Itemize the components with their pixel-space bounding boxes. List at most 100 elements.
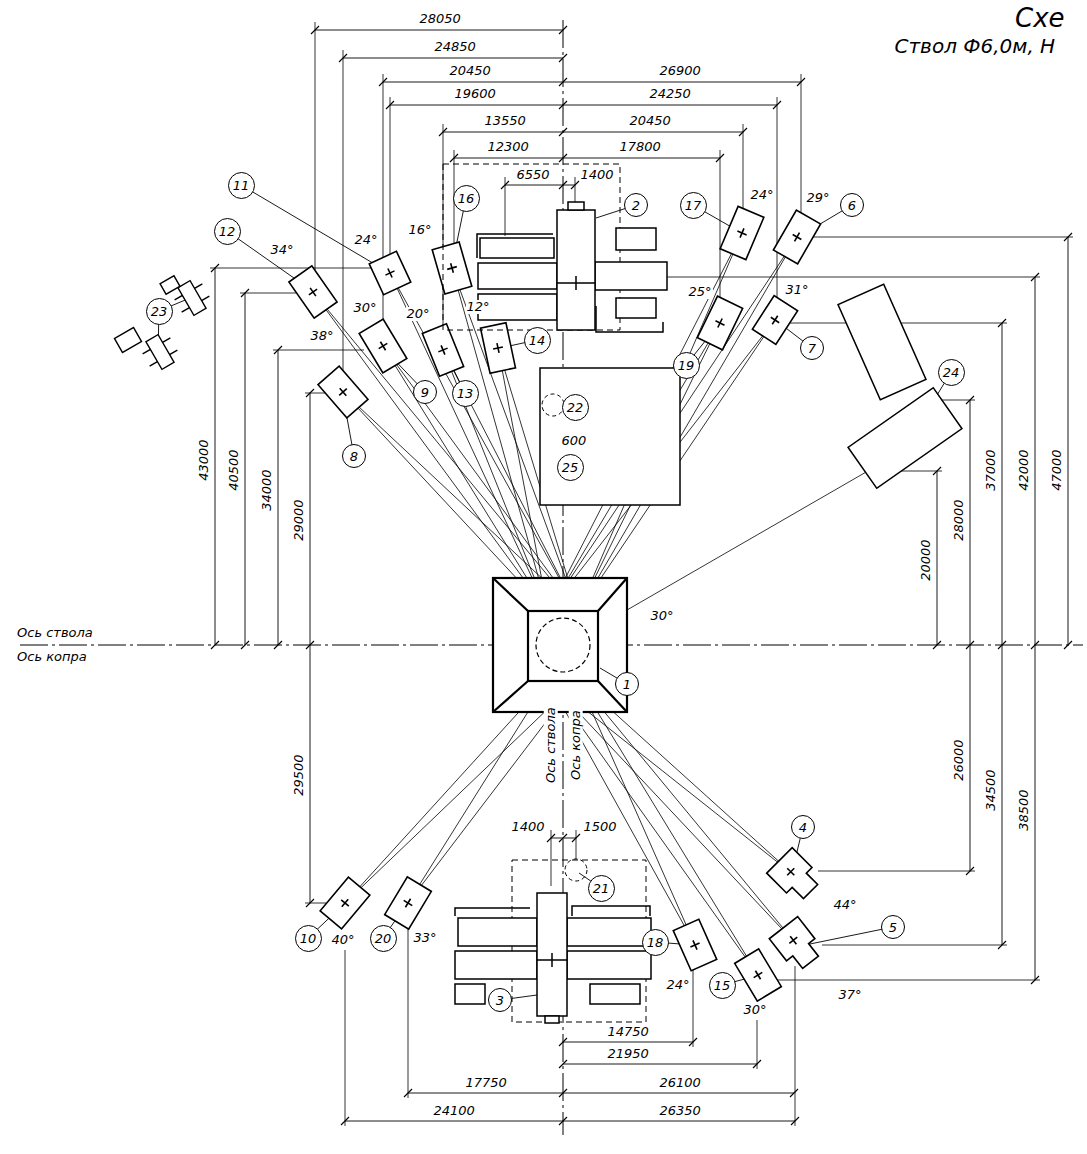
hoist-machine [458, 918, 537, 946]
annotation-label: Ось ствола [16, 626, 94, 640]
winch-box [769, 917, 824, 974]
annotation-label: 13550 [484, 114, 527, 128]
annotation-label: Ось копра [569, 709, 583, 781]
extension-line [600, 237, 1073, 980]
winch-box [790, 230, 804, 244]
hoist-machine [567, 951, 651, 979]
winch-23 [178, 281, 206, 316]
hoist-machine [568, 202, 584, 210]
winch-box [784, 865, 798, 879]
hoist-machine [537, 893, 567, 1016]
winch-box [767, 848, 824, 905]
hoist-machine [455, 908, 530, 916]
annotation-label: 28000 [951, 498, 965, 541]
callout-text: 25 [562, 461, 579, 474]
shaft-building [542, 394, 564, 416]
winch-box [446, 262, 458, 274]
winch-box [422, 324, 463, 376]
annotation-label: 14750 [607, 1025, 650, 1039]
callout-text: 8 [350, 450, 358, 463]
callout-number: 21 [588, 875, 615, 902]
callout-text: 15 [714, 979, 731, 992]
callout-number: 3 [488, 988, 512, 1012]
winch-box [768, 313, 782, 327]
annotation-label: 26350 [659, 1104, 702, 1118]
winch-box [697, 296, 742, 350]
annotation-label: 37000 [983, 448, 997, 491]
annotation-label: 26900 [659, 64, 702, 78]
winch-box [673, 919, 716, 971]
winch-23 [160, 276, 180, 294]
callout-number: 18 [642, 929, 669, 956]
annotation-label: 24250 [649, 87, 692, 101]
callout-number: 13 [452, 380, 479, 407]
annotation-label: 25° [688, 285, 713, 299]
annotation-label: 24° [666, 978, 691, 992]
hoist-machine [455, 984, 485, 1004]
annotation-label: 12300 [487, 140, 530, 154]
building-24 [848, 388, 962, 489]
hoist-machine [480, 238, 554, 258]
dimension-tick [311, 26, 805, 189]
callout-number: 22 [562, 394, 589, 421]
callout-text: 7 [808, 342, 816, 355]
winch-box [713, 316, 726, 329]
callout-number: 12 [214, 218, 241, 245]
annotation-label: 44° [833, 898, 858, 912]
hoist-machine [455, 951, 537, 979]
winch-box [385, 877, 432, 929]
extension-line [315, 22, 801, 370]
annotation-label: 43000 [196, 438, 210, 481]
dimension-tick [211, 233, 1072, 984]
headframe [528, 611, 598, 681]
shaft-scheme [20, 20, 1083, 1135]
hoist-machine [596, 306, 663, 332]
annotation-label: 16° [408, 223, 433, 237]
annotation-label: 19600 [454, 87, 497, 101]
annotation-label: 24° [750, 188, 775, 202]
building-24 [838, 284, 926, 399]
callout-number: 19 [673, 352, 700, 379]
callout-number: 11 [228, 172, 255, 199]
annotation-label: 17800 [619, 140, 662, 154]
extension-line [345, 418, 795, 1126]
hoist-rope [313, 268, 578, 612]
winch-box [720, 206, 764, 259]
winch-box [369, 251, 411, 294]
headframe [536, 618, 590, 672]
hoist-machine [537, 953, 567, 967]
hoist-machine [595, 262, 667, 290]
winch-box [688, 938, 701, 951]
shaft-building [540, 368, 680, 505]
building-24 [838, 284, 926, 399]
annotation-label: 31° [785, 283, 810, 297]
shaft-building [565, 859, 587, 881]
winch-box [773, 210, 820, 264]
hoist-machine [616, 298, 656, 318]
winch-box [289, 206, 825, 1001]
callout-number: 24 [938, 359, 965, 386]
winch-box [383, 266, 396, 279]
hoist-rope [345, 680, 797, 975]
callout-text: 1 [623, 678, 631, 691]
winch-box [492, 342, 504, 354]
annotation-label: 26000 [951, 738, 965, 781]
winch-box [338, 896, 352, 910]
building-24 [848, 388, 962, 489]
axis-line [20, 20, 1083, 1135]
hoist-machine [616, 228, 656, 250]
winch-23 [138, 330, 182, 374]
winch-box [369, 251, 411, 294]
callout-number: 20 [370, 925, 397, 952]
annotation-label: 29° [806, 191, 831, 205]
annotation-label: 29500 [291, 753, 305, 796]
callout-text: 3 [496, 994, 504, 1007]
callout-number: 5 [881, 915, 905, 939]
winch-box [422, 324, 463, 376]
callout-text: 2 [632, 199, 640, 212]
callout-text: 5 [889, 921, 897, 934]
callout-text: 4 [799, 821, 807, 834]
winch-box [289, 266, 337, 318]
winch-box [336, 385, 350, 399]
annotation-label: Ось ствола [544, 706, 558, 784]
